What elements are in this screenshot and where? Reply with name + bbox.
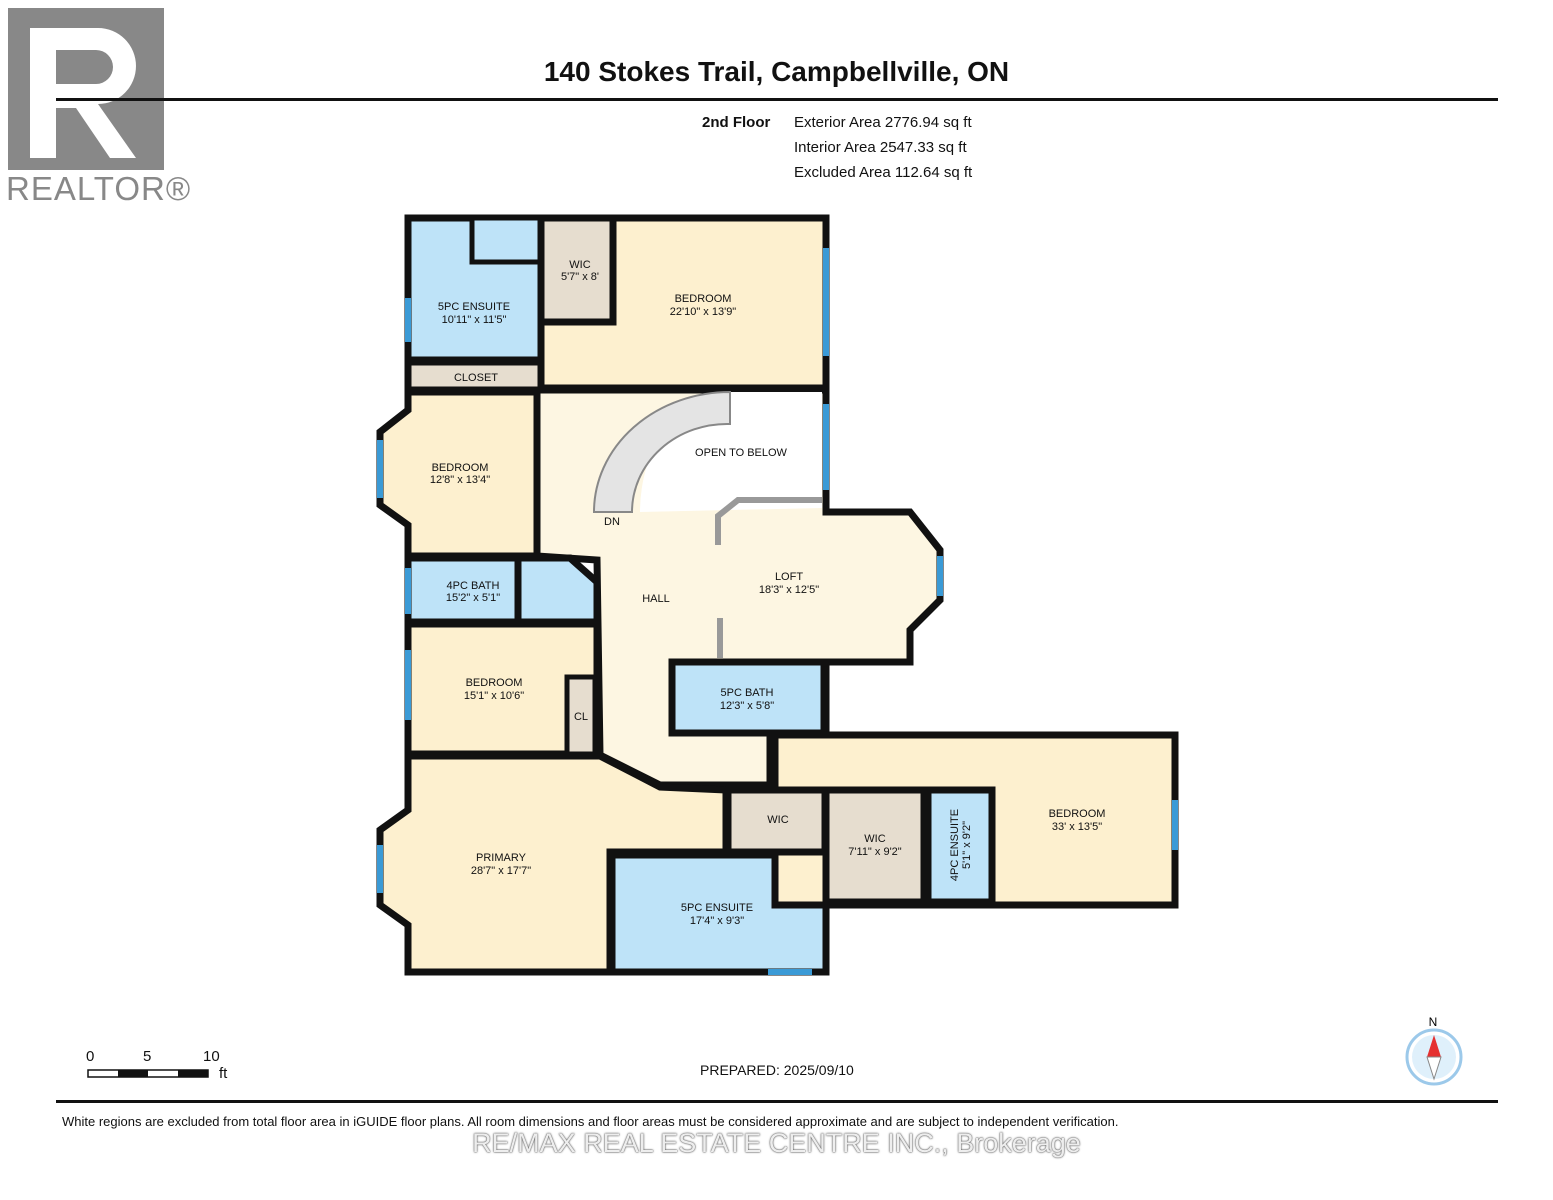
scale-tick-0: 0 bbox=[86, 1048, 95, 1065]
room-name: LOFT bbox=[775, 571, 803, 583]
scale-bar bbox=[87, 1069, 209, 1078]
room-dims: 33' x 13'5" bbox=[1052, 821, 1102, 833]
room-dims: 18'3" x 12'5" bbox=[759, 584, 819, 596]
open-to-below bbox=[592, 390, 822, 658]
room-name: WIC bbox=[767, 814, 788, 826]
room-dims: 5'7" x 8' bbox=[561, 271, 599, 283]
closet bbox=[404, 358, 545, 394]
room-dims: 10'11" x 11'5" bbox=[442, 314, 507, 326]
room-name: BEDROOM bbox=[675, 293, 732, 305]
windows bbox=[377, 248, 1178, 975]
room-name: 4PC ENSUITE bbox=[949, 809, 961, 881]
wic-top bbox=[537, 214, 617, 326]
bath-4pc-tub bbox=[514, 554, 601, 626]
room-name: PRIMARY bbox=[476, 852, 527, 864]
staircase bbox=[592, 390, 731, 513]
excluded-area: Excluded Area 112.64 sq ft bbox=[794, 164, 973, 181]
compass-north-label: N bbox=[1429, 1015, 1438, 1029]
room-name: 4PC BATH bbox=[447, 580, 500, 592]
room-dims: 5'1" x 9'2" bbox=[961, 821, 973, 869]
bath-5pc bbox=[668, 658, 828, 737]
room-dims: 15'1" x 10'6" bbox=[464, 690, 524, 702]
closet-cl bbox=[564, 674, 598, 757]
room-name: 5PC ENSUITE bbox=[681, 902, 753, 914]
disclaimer: White regions are excluded from total fl… bbox=[62, 1114, 1119, 1129]
room-name: 5PC BATH bbox=[721, 687, 774, 699]
room-name: 5PC ENSUITE bbox=[438, 301, 510, 313]
area-summary: 2nd Floor Exterior Area 2776.94 sq ft In… bbox=[702, 110, 972, 185]
room-dims: 17'4" x 9'3" bbox=[690, 915, 744, 927]
scale-tick-5: 5 bbox=[143, 1048, 152, 1065]
room-name: OPEN TO BELOW bbox=[695, 447, 788, 459]
floor-name: 2nd Floor bbox=[702, 114, 771, 131]
brokerage-watermark: RE/MAX REAL ESTATE CENTRE INC., Brokerag… bbox=[472, 1128, 1081, 1158]
ensuite-top-shower bbox=[469, 215, 544, 265]
compass-icon: N bbox=[1405, 1015, 1463, 1086]
bedroom-left bbox=[376, 388, 541, 560]
room-dims: 22'10" x 13'9" bbox=[670, 306, 737, 318]
room-name: BEDROOM bbox=[466, 677, 523, 689]
room-name: BEDROOM bbox=[1049, 808, 1106, 820]
scale-tick-10: 10 bbox=[203, 1048, 220, 1065]
room-dims: 12'8" x 13'4" bbox=[430, 474, 490, 486]
stairs-label: DN bbox=[604, 516, 620, 528]
room-name: HALL bbox=[642, 593, 670, 605]
exterior-area: Exterior Area 2776.94 sq ft bbox=[794, 114, 972, 131]
room-name: WIC bbox=[569, 259, 590, 271]
ensuite-4pc bbox=[924, 786, 996, 906]
wic-right bbox=[822, 786, 928, 906]
header-divider bbox=[56, 98, 1498, 101]
interior-area: Interior Area 2547.33 sq ft bbox=[794, 139, 967, 156]
realtor-logo-text: REALTOR® bbox=[6, 170, 192, 207]
room-dims: 28'7" x 17'7" bbox=[471, 865, 531, 877]
page-title: 140 Stokes Trail, Campbellville, ON bbox=[543, 56, 1010, 87]
footer-divider bbox=[56, 1100, 1498, 1103]
room-name: BEDROOM bbox=[432, 462, 489, 474]
realtor-logo bbox=[8, 8, 164, 175]
room-name: WIC bbox=[864, 833, 885, 845]
room-dims: 7'11" x 9'2" bbox=[848, 846, 901, 858]
room-dims: 15'2" x 5'1" bbox=[446, 592, 500, 604]
scale-unit: ft bbox=[219, 1065, 228, 1082]
room-name: CL bbox=[574, 711, 588, 723]
room-name: CLOSET bbox=[454, 372, 498, 384]
prepared-date: PREPARED: 2025/09/10 bbox=[700, 1062, 854, 1078]
room-dims: 12'3" x 5'8" bbox=[720, 700, 774, 712]
